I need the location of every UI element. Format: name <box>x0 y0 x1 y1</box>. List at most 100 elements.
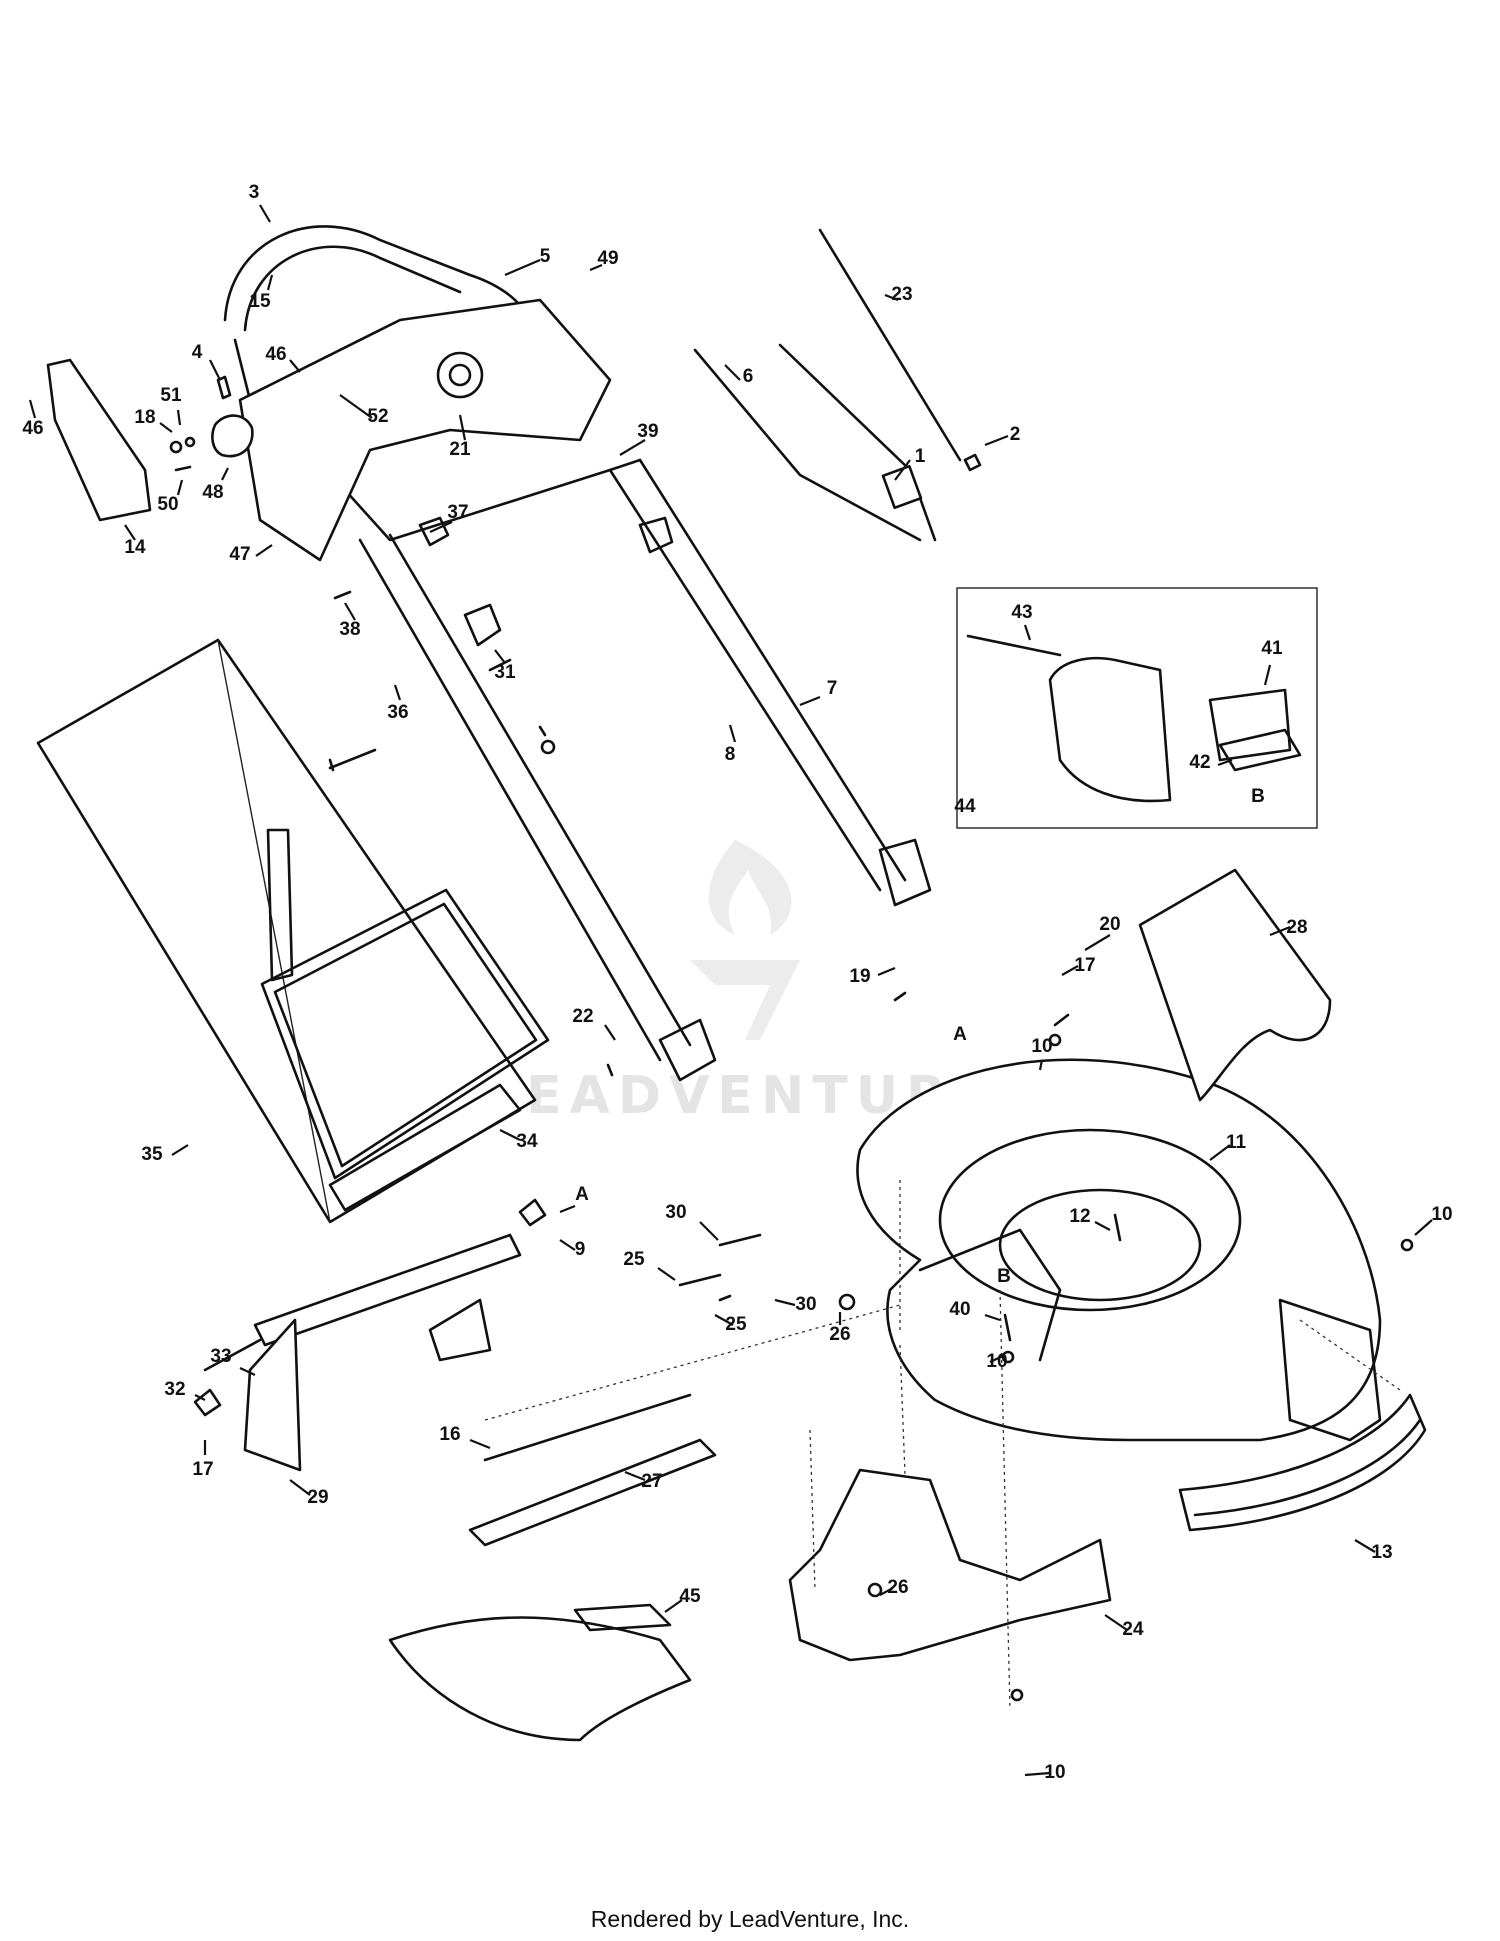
callout-leader-line <box>984 1313 1001 1322</box>
callout-47: 47 <box>229 544 273 565</box>
callout-leader-line <box>774 1298 796 1307</box>
callout-leader-line <box>724 364 741 381</box>
callout-leader-line <box>714 1314 734 1326</box>
callout-22: 22 <box>572 1006 616 1041</box>
callout-number: 18 <box>134 407 155 428</box>
callout-number: 22 <box>572 1006 593 1027</box>
callout-33: 33 <box>210 1346 256 1376</box>
handle-assembly-part <box>223 225 932 1082</box>
callout-41: 41 <box>1261 638 1283 686</box>
callout-number: 8 <box>725 744 736 765</box>
callout-leader-line <box>255 544 273 557</box>
callout-number: 40 <box>949 1299 970 1320</box>
mower-deck-part <box>856 1058 1382 1442</box>
callout-leader-line <box>266 274 274 291</box>
callout-number: 10 <box>986 1351 1007 1372</box>
callout-leader-line <box>469 1438 491 1450</box>
callout-number: 17 <box>1074 955 1095 976</box>
callout-49: 49 <box>589 248 619 272</box>
callout-number: 20 <box>1099 914 1120 935</box>
callout-leader-line <box>984 434 1009 447</box>
callout-number: 13 <box>1371 1542 1392 1563</box>
callout-10: 10 <box>986 1351 1007 1372</box>
callout-21: 21 <box>449 414 471 460</box>
callout-number: 25 <box>725 1314 747 1335</box>
callout-leader-line <box>176 409 182 426</box>
callout-number: 35 <box>141 1144 163 1165</box>
side-chute-part <box>1138 868 1332 1102</box>
side-discharge-part <box>388 1603 692 1742</box>
callout-number: 47 <box>229 544 250 565</box>
callout-19: 19 <box>849 966 896 987</box>
rear-door-part <box>203 1233 522 1472</box>
callout-11: 11 <box>1209 1132 1247 1161</box>
callout-leader-line <box>171 1144 189 1156</box>
callout-leader-line <box>624 1470 646 1482</box>
callout-labels: 1234567891010101011121314151617171819202… <box>22 182 1452 1783</box>
callout-number: 34 <box>516 1131 538 1152</box>
callout-leader-line <box>1263 664 1272 686</box>
watermark-lv-icon <box>690 960 800 1040</box>
callout-number: 5 <box>540 246 551 267</box>
callout-30: 30 <box>774 1294 817 1315</box>
callout-number: 48 <box>202 482 223 503</box>
callout-number: 17 <box>192 1459 213 1480</box>
callout-number: 30 <box>795 1294 816 1315</box>
callout-number: 29 <box>307 1487 328 1508</box>
callout-number: 10 <box>1031 1036 1052 1057</box>
callout-number: 4 <box>192 342 203 363</box>
watermark-flame-icon <box>708 840 792 935</box>
callout-45: 45 <box>664 1586 701 1613</box>
callout-leader-line <box>1269 925 1291 937</box>
callout-number: 21 <box>449 439 471 460</box>
callout-number: 49 <box>597 248 618 269</box>
callout-number: 11 <box>1226 1132 1247 1153</box>
callout-leader-line <box>494 649 506 664</box>
callout-leader-line <box>879 1587 894 1596</box>
callout-10: 10 <box>1031 1036 1053 1071</box>
callout-leader-line <box>559 1239 576 1251</box>
callout-8: 8 <box>725 724 737 765</box>
callout-52: 52 <box>339 394 389 427</box>
callout-number: 1 <box>915 446 926 467</box>
callout-46: 46 <box>22 399 44 439</box>
left-bracket-part <box>46 358 254 522</box>
callout-number: 15 <box>249 291 271 312</box>
callout-40: 40 <box>949 1299 1001 1322</box>
callout-leader-line <box>559 1204 576 1214</box>
callout-number: 31 <box>494 662 516 683</box>
callout-leader-line <box>28 399 37 419</box>
callout-number: 36 <box>387 702 408 723</box>
callout-36: 36 <box>387 684 409 723</box>
callout-26: 26 <box>879 1577 909 1598</box>
callout-number: 41 <box>1261 638 1283 659</box>
callout-number: 46 <box>265 344 286 365</box>
callout-number: A <box>953 1024 967 1045</box>
callout-number: 16 <box>439 1424 460 1445</box>
callout-51: 51 <box>160 385 182 426</box>
callout-leader-line <box>1414 1219 1433 1236</box>
callout-number: 52 <box>367 406 388 427</box>
callout-42: 42 <box>1189 752 1233 773</box>
rear-shield-part <box>1178 1393 1427 1532</box>
callout-leader-line <box>1104 1614 1128 1631</box>
callout-3: 3 <box>249 182 271 223</box>
callout-number: 38 <box>339 619 360 640</box>
callout-31: 31 <box>494 649 516 683</box>
callout-leader-line <box>259 204 271 223</box>
callout-number: 2 <box>1010 424 1021 445</box>
callout-B: B <box>1251 786 1265 807</box>
callout-A: A <box>953 1024 967 1045</box>
callout-number: 44 <box>954 796 976 817</box>
callout-leader-line <box>239 1367 256 1376</box>
mulch-kit-box <box>956 587 1318 829</box>
callout-37: 37 <box>429 502 469 534</box>
callout-number: A <box>575 1184 589 1205</box>
callout-number: 37 <box>447 502 468 523</box>
callout-number: 28 <box>1286 917 1307 938</box>
callout-leader-line <box>124 524 136 541</box>
callout-48: 48 <box>202 467 229 503</box>
cable-parts <box>693 228 982 542</box>
knob-parts <box>418 516 674 647</box>
